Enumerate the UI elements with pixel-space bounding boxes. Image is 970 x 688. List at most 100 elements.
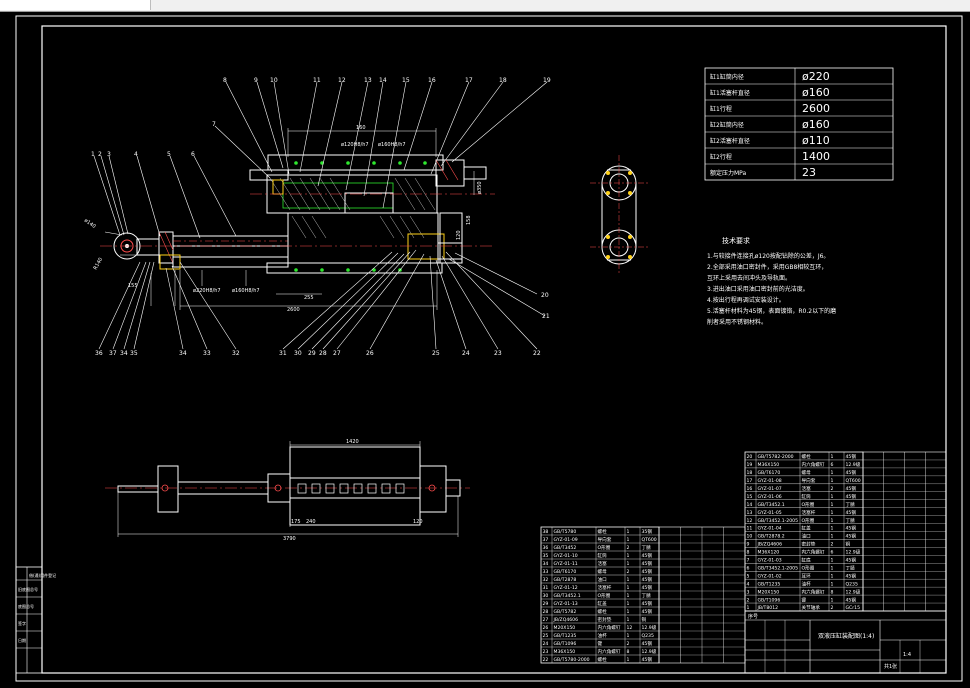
part-row-name: M36X150 xyxy=(758,462,780,468)
spec-label-5: 缸2行程 xyxy=(710,153,732,161)
part-row-qty: 1 xyxy=(831,581,834,587)
part-row-qty: 1 xyxy=(831,597,834,603)
part-row-mat: 45钢 xyxy=(642,552,653,559)
part-row-name: GB/T5782 xyxy=(554,609,577,615)
part-row-spec: 关节轴承 xyxy=(802,604,821,611)
part-row-no: 38 xyxy=(543,529,549,535)
part-row-no: 19 xyxy=(747,462,753,468)
dim-255: 255 xyxy=(304,295,314,301)
part-row-qty: 1 xyxy=(831,454,834,460)
part-row-spec: O形圈 xyxy=(802,564,815,571)
balloon-4: 4 xyxy=(134,151,138,158)
part-row-spec: 螺栓 xyxy=(598,656,608,663)
part-row-qty: 2 xyxy=(627,569,630,575)
part-row-mat: Q235 xyxy=(846,581,858,587)
balloon-21: 21 xyxy=(542,313,550,320)
cylinder-2-barrel xyxy=(287,212,439,264)
part-row-no: 3 xyxy=(747,589,750,595)
dim-350: ø350 xyxy=(477,181,483,194)
tech-note-5: 5.活塞杆材料为45钢，表面镀铬，R0.2以下的磨 xyxy=(707,307,836,315)
part-row-spec: 密封垫 xyxy=(802,541,816,548)
part-row-no: 31 xyxy=(543,585,549,591)
balloon-b4: 34 xyxy=(179,350,187,357)
balloon-20: 20 xyxy=(541,292,549,299)
dim-158: 158 xyxy=(466,215,472,225)
part-row-qty: 1 xyxy=(831,526,834,532)
part-row-mat: 45钢 xyxy=(642,640,653,647)
part-row-name: GB/T3452.1-2005 xyxy=(758,518,799,524)
dimension-texts: 160 ø120H8/h7 ø160H8/h7 ø220H8/h7 ø160H8… xyxy=(83,125,483,313)
part-row-name: GB/T6170 xyxy=(554,569,577,575)
part-row-mat: 丁腈 xyxy=(846,517,856,524)
part-row-mat: QT600 xyxy=(642,537,657,543)
spec-value-0: ø220 xyxy=(802,70,830,83)
part-row-qty: 2 xyxy=(627,641,630,647)
document-tab[interactable] xyxy=(0,0,151,10)
balloon-b13: 25 xyxy=(432,350,440,357)
balloon-b5: 33 xyxy=(203,350,211,357)
part-row-qty: 6 xyxy=(831,462,834,468)
outer-frame xyxy=(15,15,963,682)
part-row-mat: 45钢 xyxy=(846,557,857,564)
balloon-b10: 28 xyxy=(319,350,327,357)
lower-dim-top: 1420 xyxy=(346,439,359,445)
lower-dim-b: 240 xyxy=(306,519,316,525)
part-row-name: GYZ-01-13 xyxy=(554,601,578,607)
part-row-mat: 45钢 xyxy=(846,533,857,540)
part-row-mat: 12.9级 xyxy=(846,461,861,468)
balloon-19: 19 xyxy=(543,77,551,84)
balloon-10: 10 xyxy=(270,77,278,84)
balloon-2: 2 xyxy=(98,151,102,158)
drawing-title: 双液压缸装配图(1:4) xyxy=(818,632,874,640)
spec-label-4: 缸2活塞杆直径 xyxy=(710,137,750,145)
part-row-mat: 45钢 xyxy=(846,596,857,603)
part-row-qty: 1 xyxy=(627,577,630,583)
part-row-no: 14 xyxy=(747,502,753,508)
part-row-no: 8 xyxy=(747,550,750,556)
part-row-no: 30 xyxy=(543,593,549,599)
spec-value-2: 2600 xyxy=(802,102,830,115)
side-strip-label-2: 底图总号 xyxy=(18,603,34,609)
tech-note-4: 4.按出行程再调试安装设计。 xyxy=(707,296,785,304)
part-row-qty: 1 xyxy=(831,502,834,508)
spec-label-3: 缸2缸筒内径 xyxy=(710,121,744,129)
spec-value-5: 1400 xyxy=(802,150,830,163)
part-row-name: GB/T1235 xyxy=(758,581,781,587)
dim-side-b: 120 xyxy=(456,230,462,240)
part-row-name: M36X150 xyxy=(554,649,576,655)
part-row-no: 32 xyxy=(543,577,549,583)
balloon-b9: 29 xyxy=(308,350,316,357)
part-row-qty: 2 xyxy=(831,542,834,548)
balloon-17: 17 xyxy=(465,77,473,84)
part-row-name: GYZ-01-06 xyxy=(758,494,782,500)
part-row-spec: 油口 xyxy=(598,576,608,583)
balloon-15: 15 xyxy=(402,77,410,84)
part-row-qty: 1 xyxy=(627,609,630,615)
balloon-11: 11 xyxy=(313,77,321,84)
part-row-spec: 油杯 xyxy=(802,580,812,587)
balloon-b1: 37 xyxy=(109,350,117,357)
lower-dim-c: 120 xyxy=(413,519,423,525)
part-row-qty: 1 xyxy=(627,561,630,567)
end-view xyxy=(590,155,648,275)
part-row-qty: 6 xyxy=(831,550,834,556)
part-row-spec: 螺栓 xyxy=(598,608,608,615)
part-row-spec: 导向套 xyxy=(802,477,816,484)
part-row-no: 9 xyxy=(747,542,750,548)
part-row-name: GYZ-01-12 xyxy=(554,585,578,591)
part-row-spec: 耳环 xyxy=(802,573,812,579)
balloon-b0: 36 xyxy=(95,350,103,357)
balloon-14: 14 xyxy=(379,77,387,84)
part-row-no: 5 xyxy=(747,573,750,579)
part-row-name: GYZ-01-07 xyxy=(758,486,782,492)
balloon-b16: 22 xyxy=(533,350,541,357)
spec-label-2: 缸1行程 xyxy=(710,105,732,113)
part-row-qty: 1 xyxy=(831,534,834,540)
part-row-name: M20X150 xyxy=(758,589,780,595)
part-row-name: GYZ-01-10 xyxy=(554,553,578,559)
part-row-name: GB/T3452 xyxy=(554,545,577,551)
part-row-qty: 12 xyxy=(627,625,633,631)
dim-main-top: 160 xyxy=(356,125,366,131)
tech-note-3: 3.进出油口采用油口密封前的光洁度。 xyxy=(707,285,809,293)
